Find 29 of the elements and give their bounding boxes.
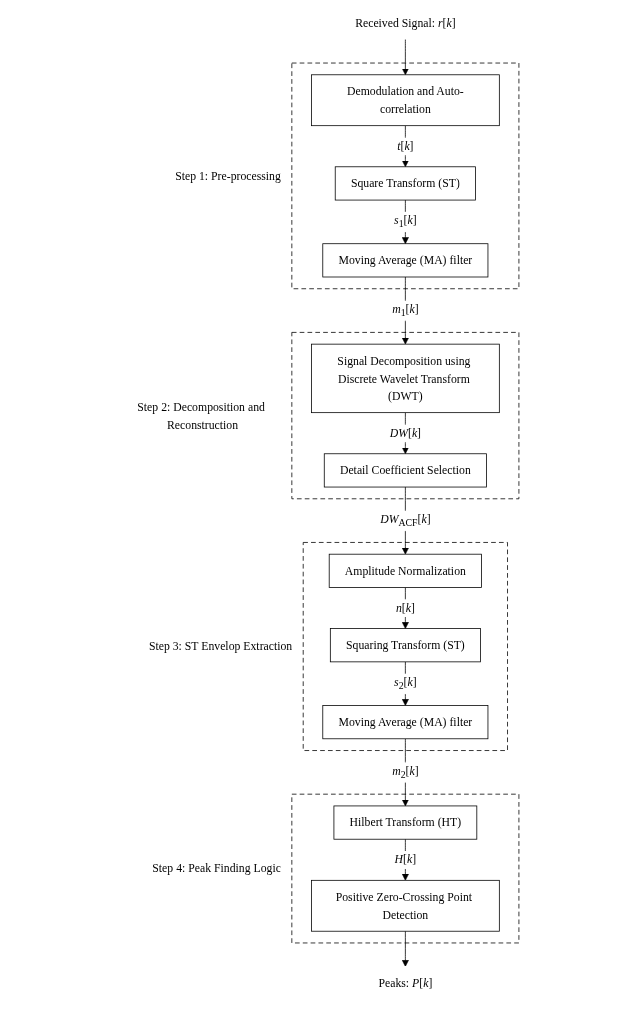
cluster	[291, 62, 520, 290]
node-box: Moving Average (MA) filter	[322, 705, 489, 740]
node-box: Signal Decomposition using Discrete Wavelet Transform (DWT)	[311, 343, 501, 414]
node-box: Square Transform (ST)	[335, 166, 477, 201]
edge-label: s$_{2}$[k]	[394, 675, 418, 692]
cluster	[303, 542, 509, 751]
edge-label: m$_{2}$[k]	[392, 764, 419, 781]
edge-label: t[k]	[397, 139, 414, 153]
cluster	[291, 332, 520, 500]
node-box: Detail Coefficient Selection	[324, 453, 488, 488]
edge-label: DW$_{ACF}$[k]	[380, 512, 431, 529]
node-label: Step 3: ST Envelop Extraction	[149, 640, 293, 653]
node-box: Positive Zero-Crossing Point Detection	[311, 879, 501, 932]
edge-label: DW[k]	[390, 426, 422, 440]
node-text: Received Signal: r[k]	[355, 16, 457, 29]
cluster	[291, 793, 520, 944]
node-box: Moving Average (MA) filter	[322, 243, 489, 278]
edge-label: m$_{1}$[k]	[392, 302, 419, 319]
edge-label: n[k]	[396, 601, 416, 615]
node-label: Step 1: Pre-processing	[175, 169, 282, 182]
edge-label: H[k]	[395, 853, 417, 866]
edge-label: s$_{1}$[k]	[394, 214, 418, 230]
node-label: Step 2: Decomposition and Reconstruction	[137, 400, 266, 431]
node-box: Squaring Transform (ST)	[330, 628, 482, 663]
node-text: Peaks: P[k]	[378, 976, 433, 990]
node-label: Step 4: Peak Finding Logic	[152, 862, 282, 875]
node-box: Amplitude Normalization	[329, 553, 483, 588]
node-box: Demodulation and Auto-correlation	[311, 74, 501, 127]
node-box: Hilbert Transform (HT)	[333, 805, 478, 840]
